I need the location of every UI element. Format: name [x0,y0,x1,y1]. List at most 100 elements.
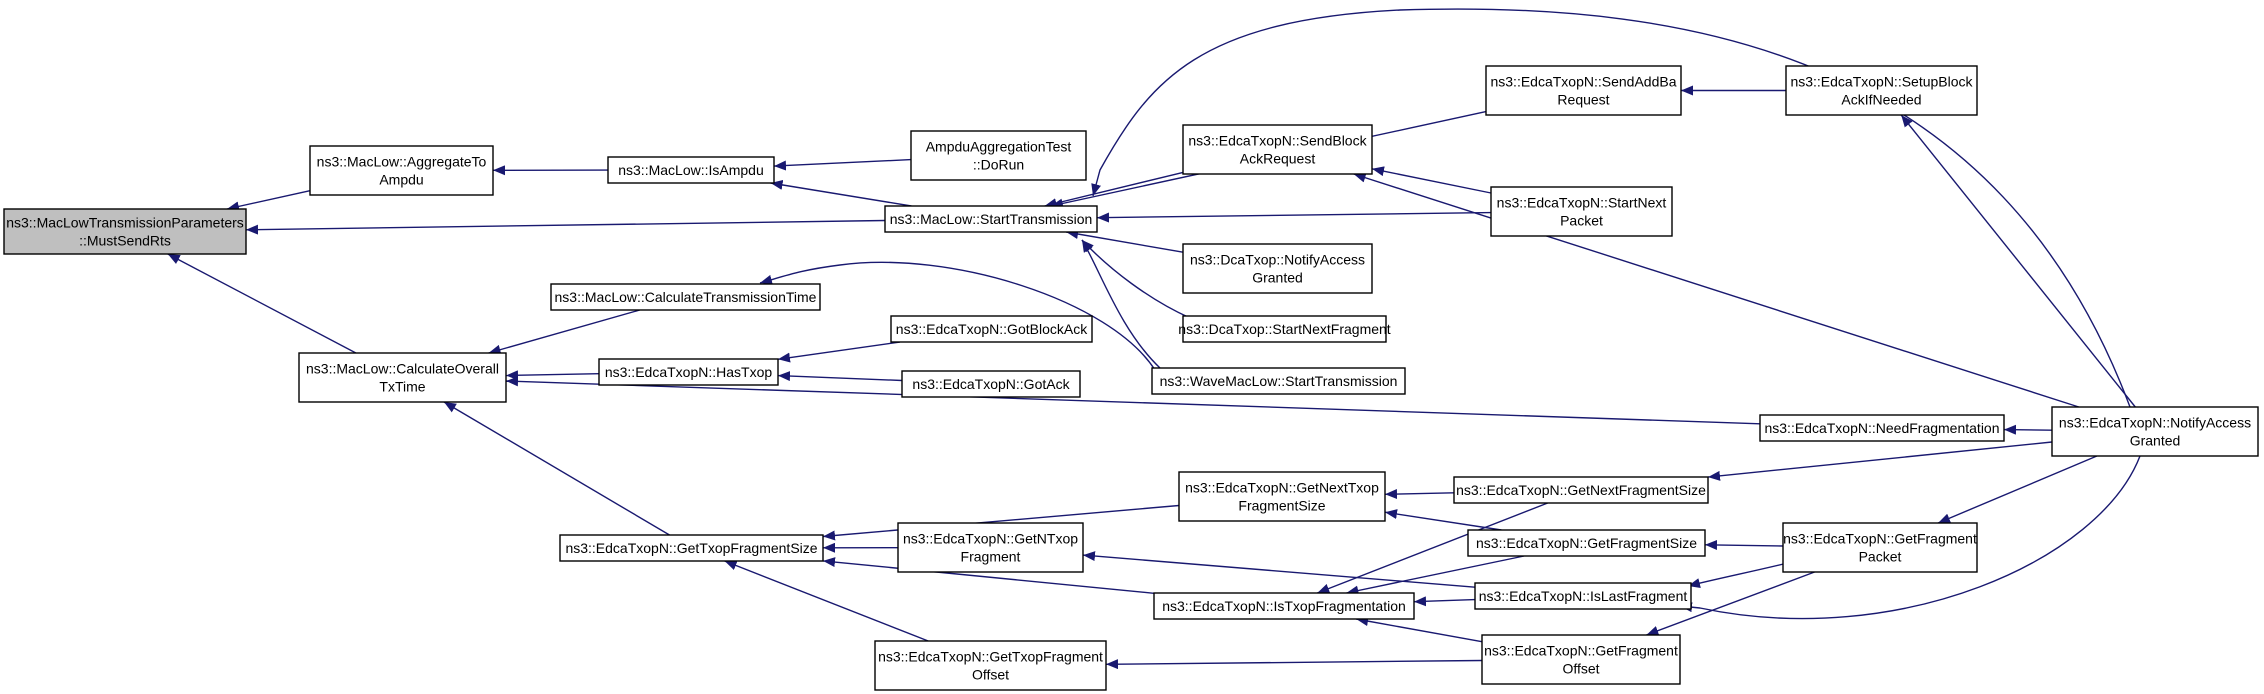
node-box [598,358,779,386]
node-hastxop[interactable]: ns3::EdcaTxopN::HasTxop [598,358,779,386]
node-getfragsize[interactable]: ns3::EdcaTxopN::GetFragmentSize [1467,529,1706,557]
edge-edcanotify-to-needfrag [2003,424,2053,435]
node-box [1481,634,1681,685]
node-box [1178,471,1386,522]
edge-getfragoffset-to-gettxopfragoffset [1105,659,1483,670]
edge-getnexttxopfragsize-to-gettxopfragsize [822,504,1180,541]
node-label-line: TxTime [379,379,425,395]
node-label-line: Request [1557,92,1609,108]
node-dcastartnext[interactable]: ns3::DcaTxop::StartNextFragment [1178,315,1391,343]
node-root[interactable]: ns3::MacLowTransmissionParameters::MustS… [3,208,247,255]
edge-edcanotify-to-setupblock [1900,114,2136,408]
node-box [2051,406,2259,457]
node-starttx[interactable]: ns3::MacLow::StartTransmission [884,205,1098,233]
node-box [1759,414,2005,442]
edge-getfragpacket-to-getfragoffset [1646,571,1815,636]
edge-agg-to-root [226,190,311,212]
node-label-line: Ampdu [379,172,423,188]
edge-getfragoffset-to-istxopfrag [1356,616,1483,643]
edge-islastfrag-to-istxopfrag [1413,596,1476,607]
edge-calctx-to-calcoverall [488,309,640,355]
node-label-line: ns3::WaveMacLow::StartTransmission [1160,373,1398,389]
node-box [1490,186,1673,237]
node-getnextfragsize[interactable]: ns3::EdcaTxopN::GetNextFragmentSize [1453,476,1709,504]
node-isampdu[interactable]: ns3::MacLow::IsAmpdu [607,156,775,184]
node-label-line: ns3::EdcaTxopN::GotBlockAck [896,321,1088,337]
node-ampdutest[interactable]: AmpduAggregationTest::DoRun [910,130,1087,181]
node-label-line: ns3::EdcaTxopN::GetTxopFragment [878,649,1103,665]
edge-starttx-to-root [245,219,886,235]
node-box [607,156,775,184]
edge-getfragsize-to-getnexttxopfragsize [1384,509,1502,531]
node-label-line: ns3::EdcaTxopN::GetNTxop [903,531,1078,547]
node-label-line: Offset [972,667,1009,683]
edge-layer [167,8,2141,670]
node-label-line: ns3::EdcaTxopN::HasTxop [605,364,773,380]
node-box [309,145,494,196]
edge-gotack-to-hastxop [777,371,903,382]
node-layer: ns3::MacLowTransmissionParameters::MustS… [3,65,2259,691]
edge-istxopfrag-to-gettxopfragsize [822,557,1155,594]
node-label-line: FragmentSize [1238,498,1325,514]
node-label-line: Packet [1560,213,1603,229]
node-islastfrag[interactable]: ns3::EdcaTxopN::IsLastFragment [1474,582,1692,610]
node-wavestart[interactable]: ns3::WaveMacLow::StartTransmission [1151,367,1406,395]
node-label-line: ns3::DcaTxop::StartNextFragment [1178,321,1391,337]
node-label-line: ns3::EdcaTxopN::GetFragment [1783,531,1977,547]
node-box [559,534,824,562]
node-label-line: ns3::MacLow::CalculateOverall [306,361,499,377]
edge-sendblockack-to-starttx [1044,171,1184,209]
node-box [1182,124,1373,175]
node-label-line: ::MustSendRts [79,233,171,249]
edge-edcanotify-to-getfragpacket [1937,455,2098,524]
edge-gettxopfragoffset-to-gettxopfragsize [724,560,929,642]
node-label-line: AckRequest [1240,151,1316,167]
node-gettxopfragsize[interactable]: ns3::EdcaTxopN::GetTxopFragmentSize [559,534,824,562]
node-box [901,370,1081,398]
node-label-line: ns3::MacLow::AggregateTo [317,154,487,170]
edge-hastxop-to-calcoverall [505,370,600,381]
node-box [3,208,247,255]
node-box [890,315,1093,343]
node-box [298,352,507,403]
node-label-line: ns3::DcaTxop::NotifyAccess [1190,252,1365,268]
node-gotack[interactable]: ns3::EdcaTxopN::GotAck [901,370,1081,398]
node-label-line: Fragment [961,549,1021,565]
edge-starttx-to-isampdu [770,179,912,207]
node-box [874,640,1107,691]
node-istxopfrag[interactable]: ns3::EdcaTxopN::IsTxopFragmentation [1153,592,1415,620]
node-box [1467,529,1706,557]
node-label-line: ns3::EdcaTxopN::StartNext [1497,195,1667,211]
edge-getnextfragsize-to-getnexttxopfragsize [1384,489,1455,500]
node-needfrag[interactable]: ns3::EdcaTxopN::NeedFragmentation [1759,414,2005,442]
node-label-line: ns3::EdcaTxopN::NeedFragmentation [1764,420,1999,436]
node-box [1785,65,1978,116]
node-label-line: ns3::EdcaTxopN::IsTxopFragmentation [1162,598,1406,614]
node-label-line: ns3::EdcaTxopN::NotifyAccess [2059,415,2251,431]
node-box [1153,592,1415,620]
node-label-line: ns3::EdcaTxopN::SendAddBa [1490,74,1676,90]
node-box [550,283,821,311]
edge-gettxopfragsize-to-calcoverall [443,401,670,536]
edge-edcanotify-to-starttx [1091,8,2131,408]
node-calctx[interactable]: ns3::MacLow::CalculateTransmissionTime [550,283,821,311]
node-gotblockack[interactable]: ns3::EdcaTxopN::GotBlockAck [890,315,1093,343]
edge-edcanotify-to-islastfrag [1679,455,2141,620]
edge-edcanotify-to-getnextfragsize [1707,441,2053,481]
node-label-line: Packet [1859,549,1902,565]
edge-dcanotify-to-starttx [1066,229,1184,253]
node-box [1151,367,1406,395]
